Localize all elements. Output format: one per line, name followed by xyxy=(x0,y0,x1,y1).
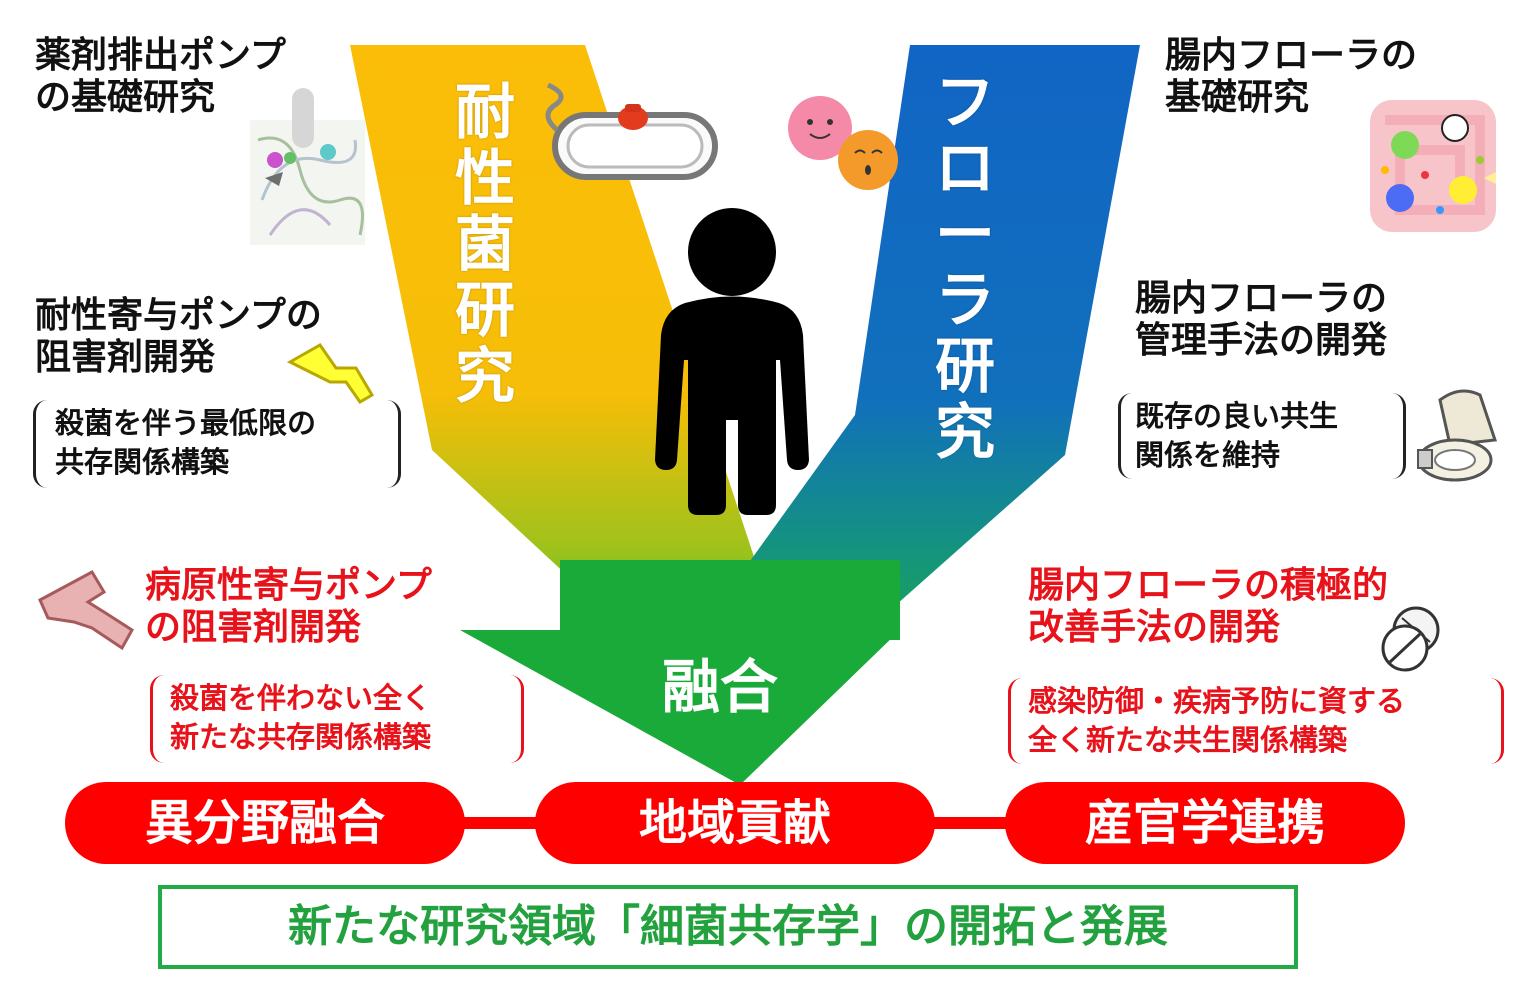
right-branch-label: フローラ研究 xyxy=(920,70,1010,466)
right-low-line-2: 改善手法の開発 xyxy=(1028,607,1281,649)
left-low-line-1: 病原性寄与ポンプ xyxy=(145,565,432,606)
right-branch-blue xyxy=(740,45,1140,690)
left-low-text: 病原性寄与ポンプ の阻害剤開発 xyxy=(145,565,432,650)
bottom-banner: 新たな研究領域「細菌共存学」の開拓と発展 xyxy=(158,885,1298,969)
left-top-line-1: 薬剤排出ポンプ xyxy=(35,35,286,76)
left-mid-note: 殺菌を伴う最低限の 共存関係構築 xyxy=(55,404,316,482)
right-mid-text: 腸内フローラの 管理手法の開発 xyxy=(1135,278,1387,363)
left-low-bracket xyxy=(150,675,524,763)
right-top-line-1: 腸内フローラの xyxy=(1165,35,1418,76)
left-low-line-2: の阻害剤開発 xyxy=(145,607,362,649)
antibody-y-icon xyxy=(38,570,134,651)
smiling-bacteria-icon xyxy=(788,96,898,190)
right-mid-line-1: 腸内フローラの xyxy=(1135,278,1388,319)
right-low-line-1: 腸内フローラの積極的 xyxy=(1028,565,1389,606)
fusion-arrow xyxy=(460,630,900,785)
fusion-arrow-body xyxy=(560,560,900,640)
right-low-note: 感染防御・疾病予防に資する 全く新たな共生関係構築 xyxy=(1028,682,1405,760)
left-mid-note-line-1: 殺菌を伴う最低限の xyxy=(55,406,317,440)
left-low-note-line-1: 殺菌を伴わない全く xyxy=(170,681,432,715)
pill-tablets-icon xyxy=(1381,606,1440,672)
right-low-note-line-2: 全く新たな共生関係構築 xyxy=(1028,723,1348,758)
right-mid-note-line-2: 関係を維持 xyxy=(1135,438,1281,473)
right-mid-bracket xyxy=(1118,393,1406,479)
left-mid-bracket xyxy=(33,400,401,488)
fusion-label: 融合 xyxy=(662,653,779,721)
pump-protein-structure-image xyxy=(250,88,365,245)
left-mid-text: 耐性寄与ポンプの 阻害剤開発 xyxy=(35,295,322,380)
right-top-text: 腸内フローラの 基礎研究 xyxy=(1165,35,1417,120)
right-branch-label-text: フローラ研究 xyxy=(935,68,995,468)
right-mid-note: 既存の良い共生 関係を維持 xyxy=(1135,397,1338,475)
pill-interdisciplinary: 異分野融合 xyxy=(65,782,465,864)
right-low-text: 腸内フローラの積極的 改善手法の開発 xyxy=(1028,565,1388,650)
bacterium-pump-icon xyxy=(545,82,718,180)
left-branch-yellow xyxy=(350,45,760,680)
left-mid-note-line-2: 共存関係構築 xyxy=(55,445,230,480)
inhibitor-y-icon xyxy=(286,343,375,404)
pill-industry-academia: 産官学連携 xyxy=(1005,782,1405,864)
left-mid-line-2: 阻害剤開発 xyxy=(35,337,216,379)
pill-regional-contribution: 地域貢献 xyxy=(535,782,935,864)
left-top-text: 薬剤排出ポンプ の基礎研究 xyxy=(35,35,286,120)
left-low-note: 殺菌を伴わない全く 新たな共存関係構築 xyxy=(170,679,431,757)
left-mid-line-1: 耐性寄与ポンプの xyxy=(35,295,322,336)
person-silhouette-icon xyxy=(655,208,809,515)
right-low-bracket xyxy=(1008,678,1504,764)
left-low-note-line-2: 新たな共存関係構築 xyxy=(170,720,432,755)
left-top-line-2: の基礎研究 xyxy=(35,77,216,119)
right-mid-line-2: 管理手法の開発 xyxy=(1135,320,1388,362)
right-mid-note-line-1: 既存の良い共生 xyxy=(1135,399,1339,433)
intestine-flora-icon xyxy=(1370,100,1496,232)
right-low-note-line-1: 感染防御・疾病予防に資する xyxy=(1028,684,1406,718)
left-branch-label-text: 耐性菌研究 xyxy=(455,78,515,412)
left-branch-label: 耐性菌研究 xyxy=(440,80,530,410)
right-top-line-2: 基礎研究 xyxy=(1165,77,1310,119)
toilet-icon xyxy=(1417,389,1498,482)
